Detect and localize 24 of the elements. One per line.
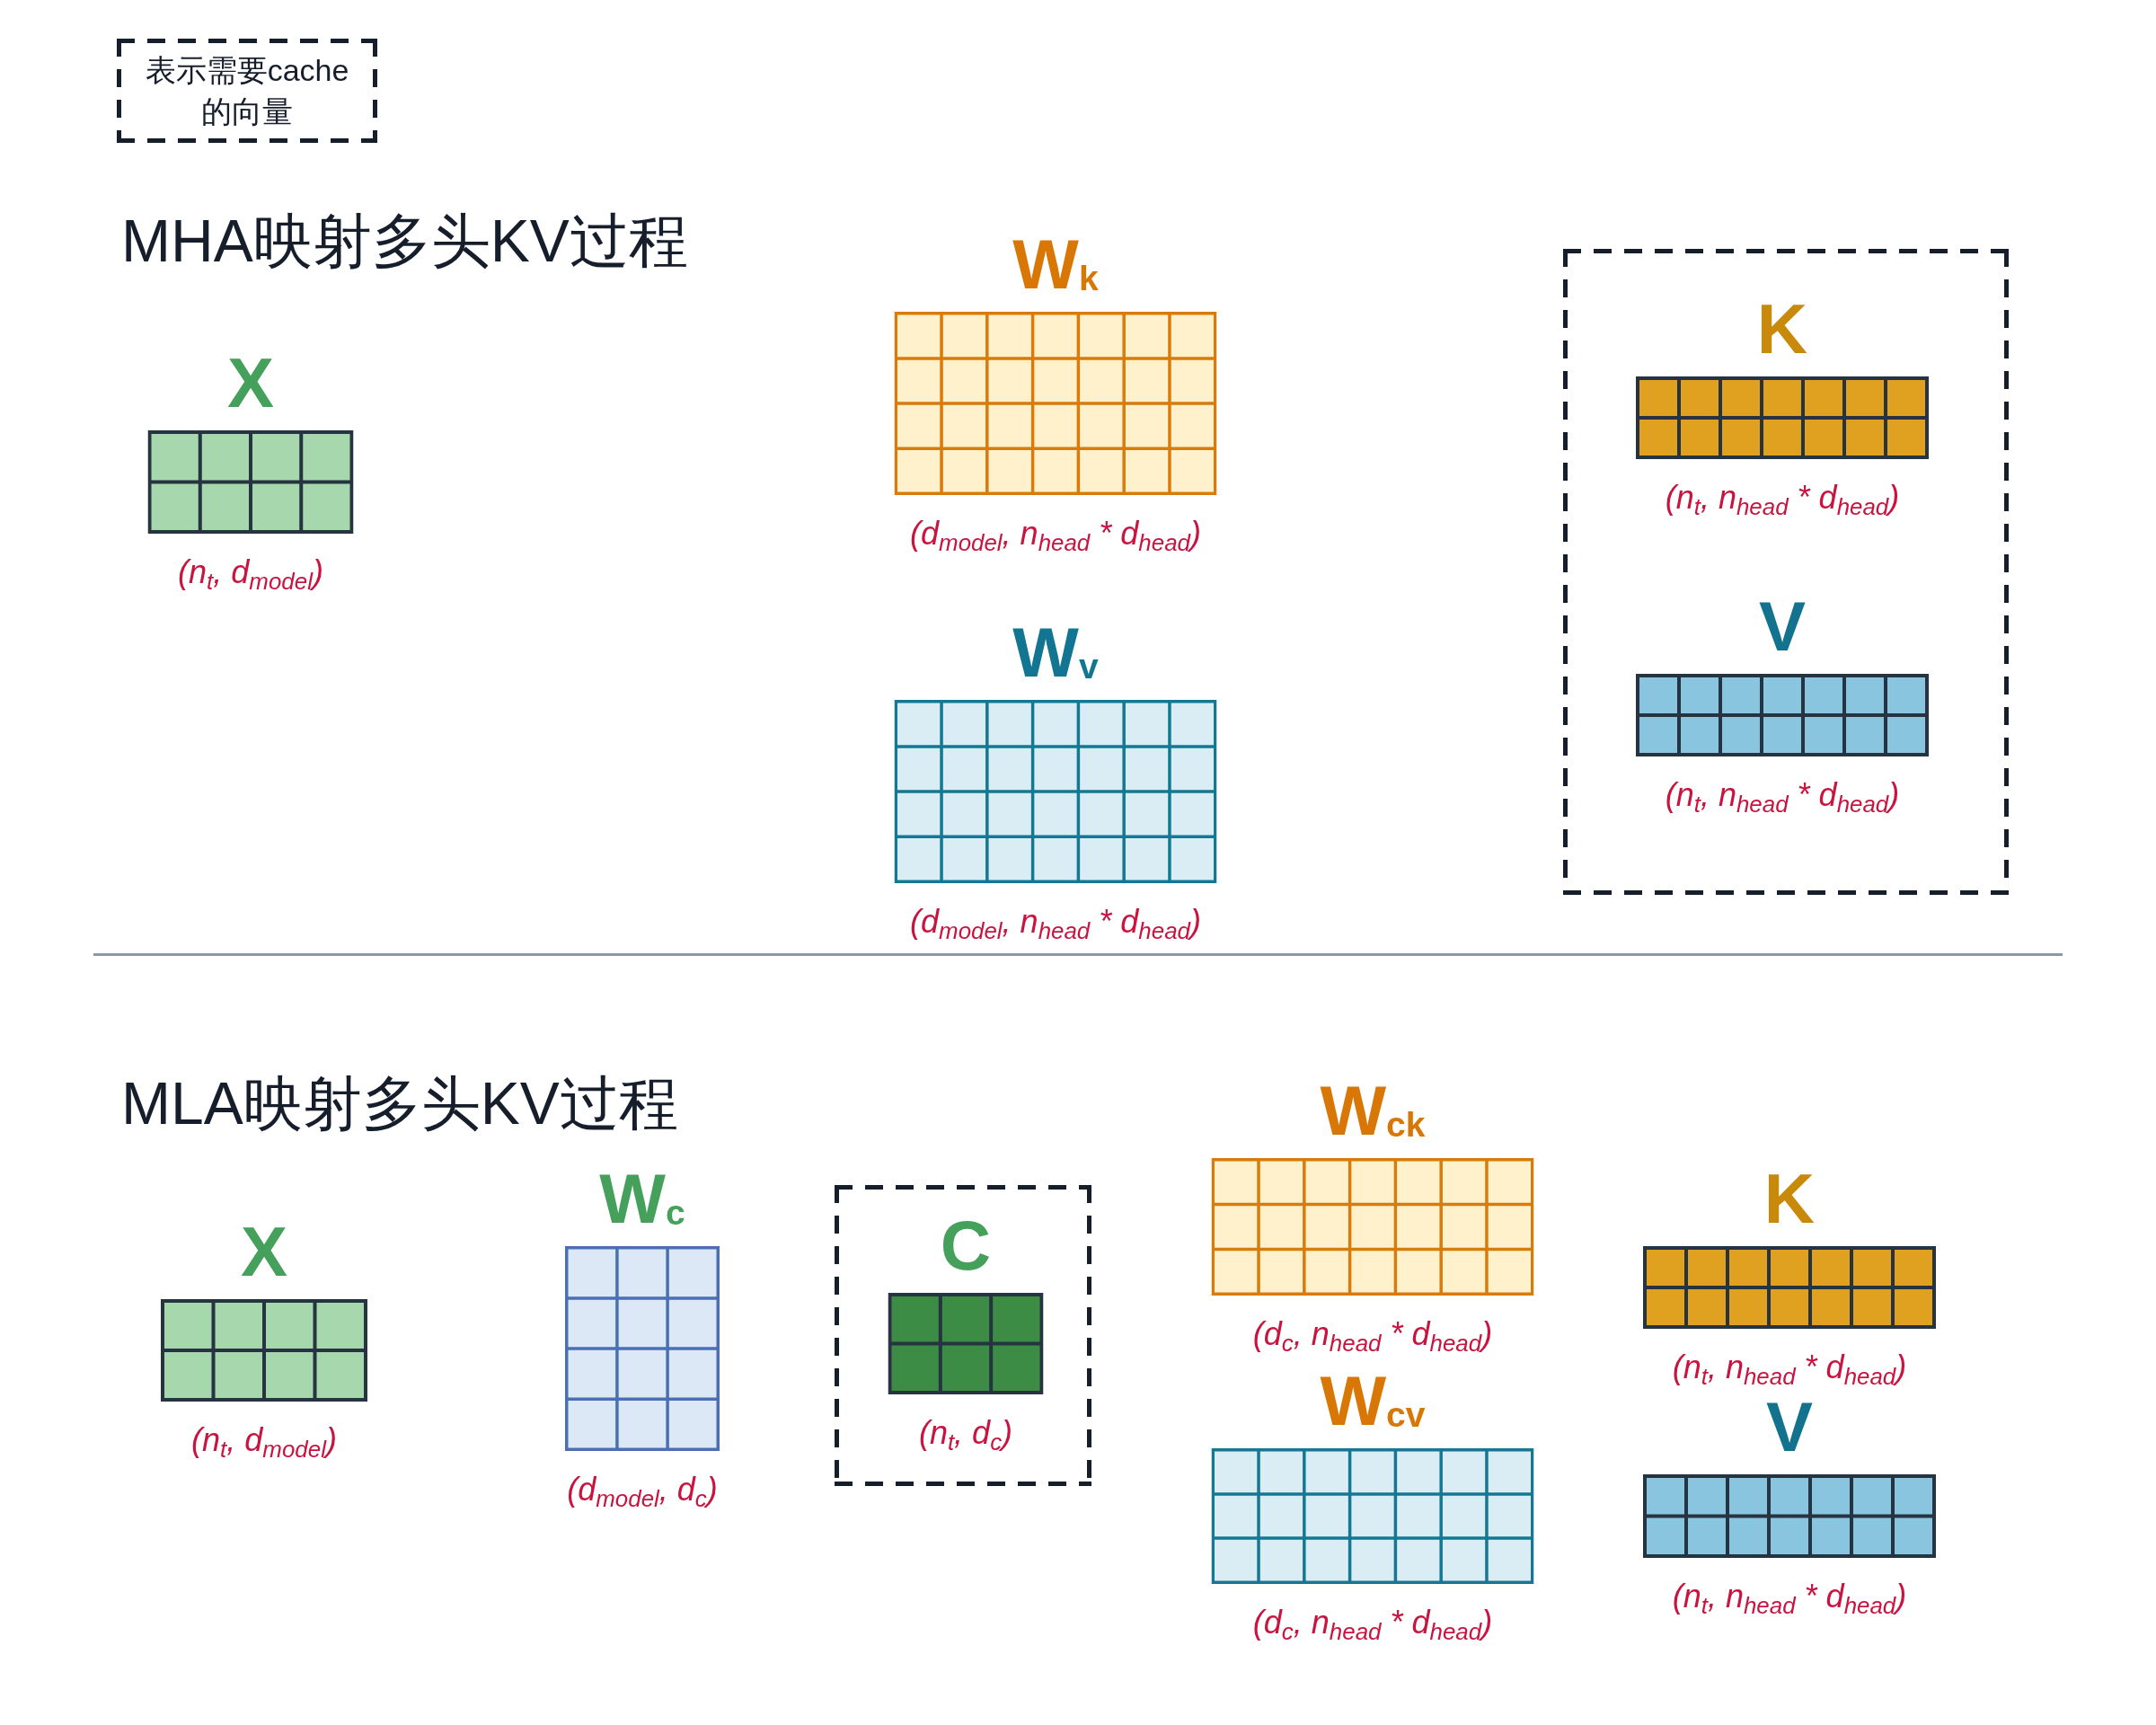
dashed-frame xyxy=(835,1185,1091,1486)
dimension-label: (d$_{model}$, n$_{head}$ * d$_{head}$) xyxy=(910,903,1201,941)
dimension-label: (d$_{c}$, n$_{head}$ * d$_{head}$) xyxy=(1252,1604,1493,1641)
matrix-name: V xyxy=(1759,591,1806,661)
matrix-name: X xyxy=(227,348,274,418)
section-title: MHA映射多头KV过程 xyxy=(121,207,688,275)
dimension-label: (n$_{t}$, n$_{head}$ * d$_{head}$) xyxy=(1665,776,1900,814)
dimension-label: (n$_{t}$, n$_{head}$ * d$_{head}$) xyxy=(1672,1578,1907,1615)
matrix-name: X xyxy=(241,1216,287,1287)
dimension-label: (d$_{model}$, d$_{c}$) xyxy=(567,1471,718,1508)
dimension-label: (n$_{t}$, d$_{c}$) xyxy=(918,1414,1013,1452)
dimension-label: (d$_{c}$, n$_{head}$ * d$_{head}$) xyxy=(1252,1315,1493,1353)
matrix-name: K xyxy=(1763,1163,1816,1234)
dimension-label: (d$_{model}$, n$_{head}$ * d$_{head}$) xyxy=(910,515,1201,553)
dimension-label: (n$_{t}$, n$_{head}$ * d$_{head}$) xyxy=(1672,1349,1907,1386)
matrix-name: V xyxy=(1766,1392,1813,1462)
section-title: MLA映射多头KV过程 xyxy=(121,1069,678,1137)
dimension-label: (n$_{t}$, n$_{head}$ * d$_{head}$) xyxy=(1665,479,1900,517)
matrix-name: C xyxy=(940,1210,992,1280)
dashed-frame xyxy=(1563,249,2009,895)
legend-text: 表示需要cache的向量 xyxy=(145,53,349,128)
matrix-name: K xyxy=(1756,294,1808,364)
dimension-label: (n$_{t}$, d$_{model}$) xyxy=(178,553,323,591)
dimension-label: (n$_{t}$, d$_{model}$) xyxy=(191,1421,337,1459)
